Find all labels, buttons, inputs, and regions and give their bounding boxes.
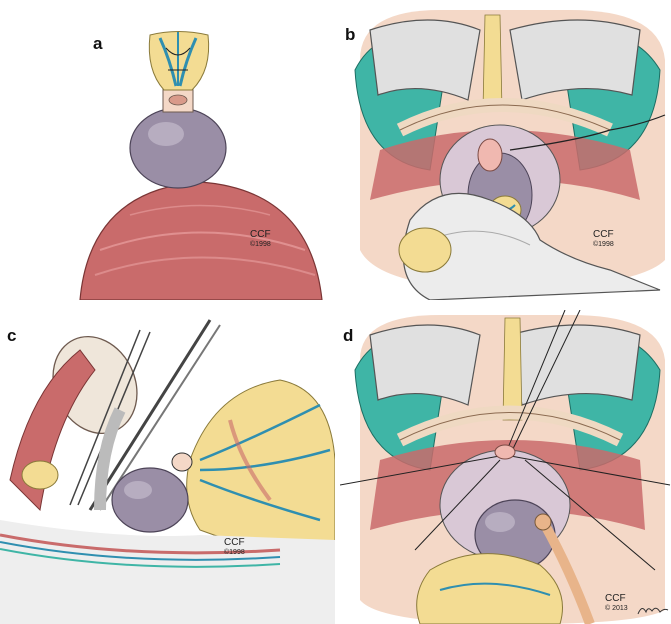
panel-a: a CCF ©1998 [0,0,335,300]
panel-a-credit: CCF ©1998 [250,229,271,248]
artist-signature-icon [637,607,669,615]
panel-c: c CCF ©1998 [0,310,335,624]
panel-a-credit-year: ©1998 [250,240,271,248]
panel-b-label: b [345,25,356,44]
panel-d-artwork [340,310,671,624]
panel-d: d CCF © 2013 [340,310,671,624]
panel-c-credit-org: CCF [224,537,245,548]
panel-d-credit-org: CCF [605,593,626,604]
panel-b-credit-year: ©1998 [593,240,614,248]
panel-d-label: d [343,326,354,345]
panel-c-label: c [7,326,17,345]
panel-a-artwork [79,31,323,300]
panel-c-artwork [0,319,335,624]
panel-b-credit: CCF ©1998 [593,229,614,248]
panel-d-credit: CCF © 2013 [605,593,628,612]
panel-a-credit-org: CCF [250,229,271,240]
panel-b-artwork [354,10,666,300]
panel-c-credit: CCF ©1998 [224,537,245,556]
panel-d-credit-year: © 2013 [605,604,628,612]
panel-b: b CCF ©1998 [340,0,671,300]
panel-a-label: a [93,34,103,53]
panel-c-credit-year: ©1998 [224,548,245,556]
panel-b-credit-org: CCF [593,229,614,240]
